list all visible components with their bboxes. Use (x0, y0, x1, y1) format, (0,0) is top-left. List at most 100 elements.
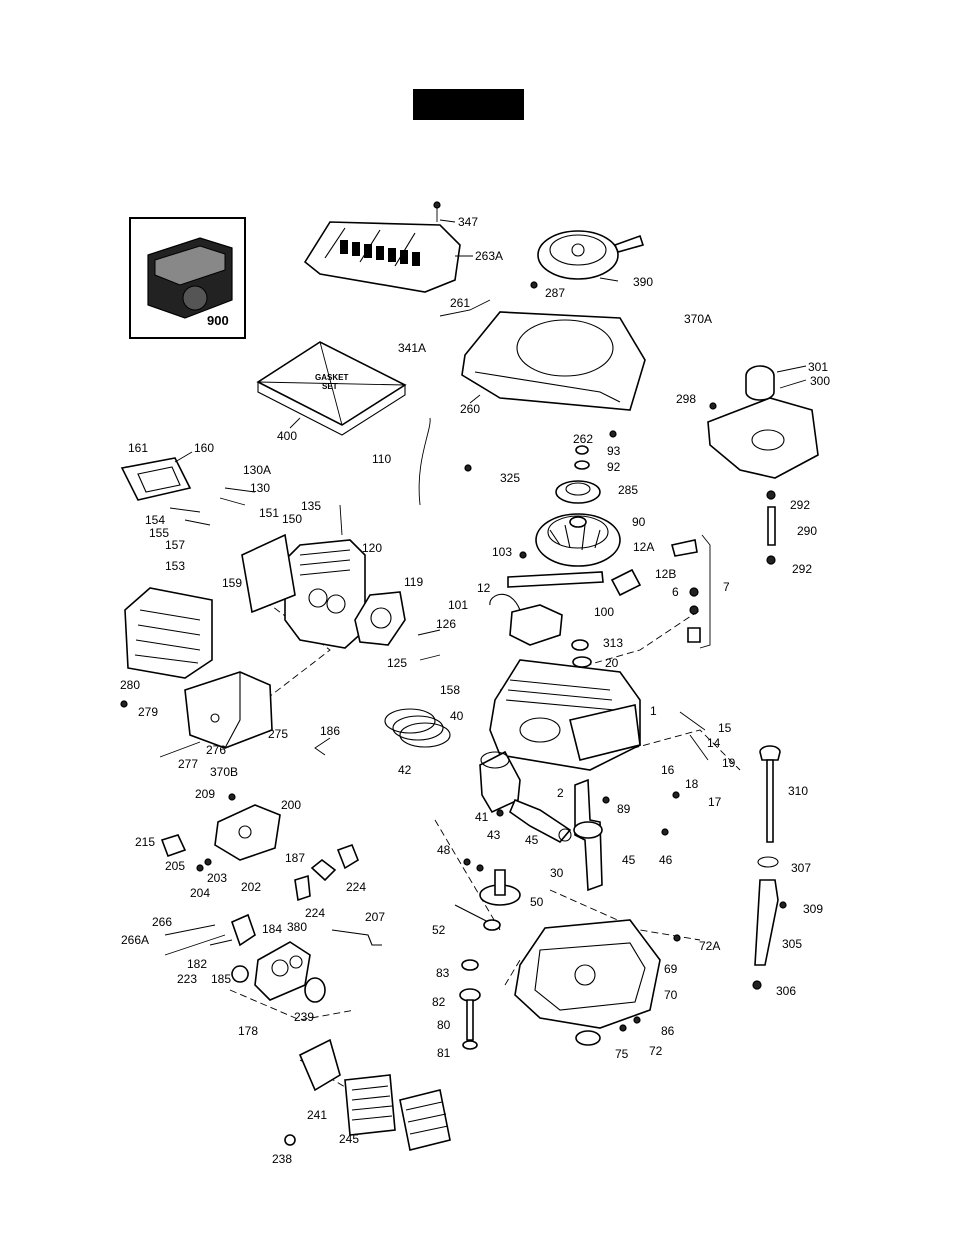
callout-300: 300 (810, 374, 830, 388)
callout-309: 309 (803, 902, 823, 916)
callout-292b: 292 (792, 562, 812, 576)
callout-1: 1 (650, 704, 657, 718)
callout-275: 275 (268, 727, 288, 741)
callout-72A: 72A (699, 939, 720, 953)
callout-290: 290 (797, 524, 817, 538)
callout-16: 16 (661, 763, 675, 777)
callout-15: 15 (718, 721, 732, 735)
callout-42: 42 (398, 763, 412, 777)
title-block (413, 89, 524, 120)
part-40-rings (384, 708, 451, 748)
callout-266: 266 (152, 915, 172, 929)
part-245-air-filter (284, 1038, 451, 1151)
callout-155: 155 (149, 526, 169, 540)
callout-14: 14 (707, 736, 721, 750)
callout-30: 30 (550, 866, 564, 880)
callout-125: 125 (387, 656, 407, 670)
callout-260: 260 (460, 402, 480, 416)
callout-390: 390 (633, 275, 653, 289)
callout-92: 92 (607, 460, 621, 474)
callout-280: 280 (120, 678, 140, 692)
callout-70: 70 (664, 988, 678, 1002)
callout-325: 325 (500, 471, 520, 485)
callout-238: 238 (272, 1152, 292, 1166)
callout-184: 184 (262, 922, 282, 936)
callout-178: 178 (238, 1024, 258, 1038)
callout-6: 6 (672, 585, 679, 599)
part-390-starter (537, 230, 645, 282)
callout-81: 81 (437, 1046, 451, 1060)
callout-370A: 370A (684, 312, 712, 326)
callout-204: 204 (190, 886, 210, 900)
callout-17: 17 (708, 795, 722, 809)
callout-292a: 292 (790, 498, 810, 512)
callout-43: 43 (487, 828, 501, 842)
callout-161: 161 (128, 441, 148, 455)
callout-120: 120 (362, 541, 382, 555)
part-30-crankshaft (573, 778, 603, 892)
callout-45b: 45 (622, 853, 636, 867)
callout-341A: 341A (398, 341, 426, 355)
callout-100: 100 (594, 605, 614, 619)
callout-186: 186 (320, 724, 340, 738)
callout-153: 153 (165, 559, 185, 573)
part-119-gasket (354, 591, 406, 646)
callout-2: 2 (557, 786, 564, 800)
callout-93: 93 (607, 444, 621, 458)
callout-103: 103 (492, 545, 512, 559)
callout-119: 119 (404, 575, 423, 589)
callout-48: 48 (437, 843, 451, 857)
callout-160: 160 (194, 441, 214, 455)
callout-83: 83 (436, 966, 450, 980)
part-285-fan (555, 445, 601, 504)
part-50-gear (454, 869, 521, 931)
callout-159: 159 (222, 576, 242, 590)
part-224-gaskets (294, 843, 359, 902)
gasket-set-line2: SET (322, 382, 338, 391)
part-275-muffler (184, 671, 273, 749)
callout-285: 285 (618, 483, 638, 497)
callout-82: 82 (432, 995, 446, 1009)
callout-86: 86 (661, 1024, 675, 1038)
callout-305: 305 (782, 937, 802, 951)
callout-labels: 347 263A 390 287 261 341A 370A 260 400 3… (120, 215, 830, 1166)
part-100-ignition (489, 593, 563, 646)
callout-263A: 263A (475, 249, 503, 263)
callout-89: 89 (617, 802, 631, 816)
callout-41: 41 (475, 810, 489, 824)
part-45-connecting-rod (509, 798, 572, 844)
callout-157: 157 (165, 538, 185, 552)
callout-18: 18 (685, 777, 699, 791)
callout-276: 276 (206, 743, 226, 757)
part-380-air-cleaner-base (231, 913, 326, 1003)
callout-150: 150 (282, 512, 302, 526)
part-160-breather (120, 451, 193, 501)
callout-203: 203 (207, 871, 227, 885)
callout-110: 110 (372, 452, 391, 466)
callout-262: 262 (573, 432, 593, 446)
callout-7: 7 (723, 580, 730, 594)
callout-101: 101 (448, 598, 468, 612)
part-260-blower-housing (461, 311, 646, 411)
callout-80: 80 (437, 1018, 451, 1032)
callout-224a: 224 (346, 880, 366, 894)
callout-52: 52 (432, 923, 446, 937)
callout-90: 90 (632, 515, 646, 529)
callout-187: 187 (285, 851, 305, 865)
part-207-link (331, 929, 382, 946)
callout-12B: 12B (655, 567, 676, 581)
part-120-cylinder-head (241, 533, 366, 649)
callout-241: 241 (307, 1108, 327, 1122)
inset-engine-box: 900 (129, 217, 246, 339)
callout-130: 130 (250, 481, 270, 495)
callout-126: 126 (436, 617, 456, 631)
callout-69: 69 (664, 962, 678, 976)
callout-205: 205 (165, 859, 185, 873)
callout-46: 46 (659, 853, 673, 867)
part-41-piston (479, 750, 521, 814)
callout-245: 245 (339, 1132, 359, 1146)
callout-135: 135 (301, 499, 321, 513)
callout-154: 154 (145, 513, 165, 527)
callout-310: 310 (788, 784, 808, 798)
